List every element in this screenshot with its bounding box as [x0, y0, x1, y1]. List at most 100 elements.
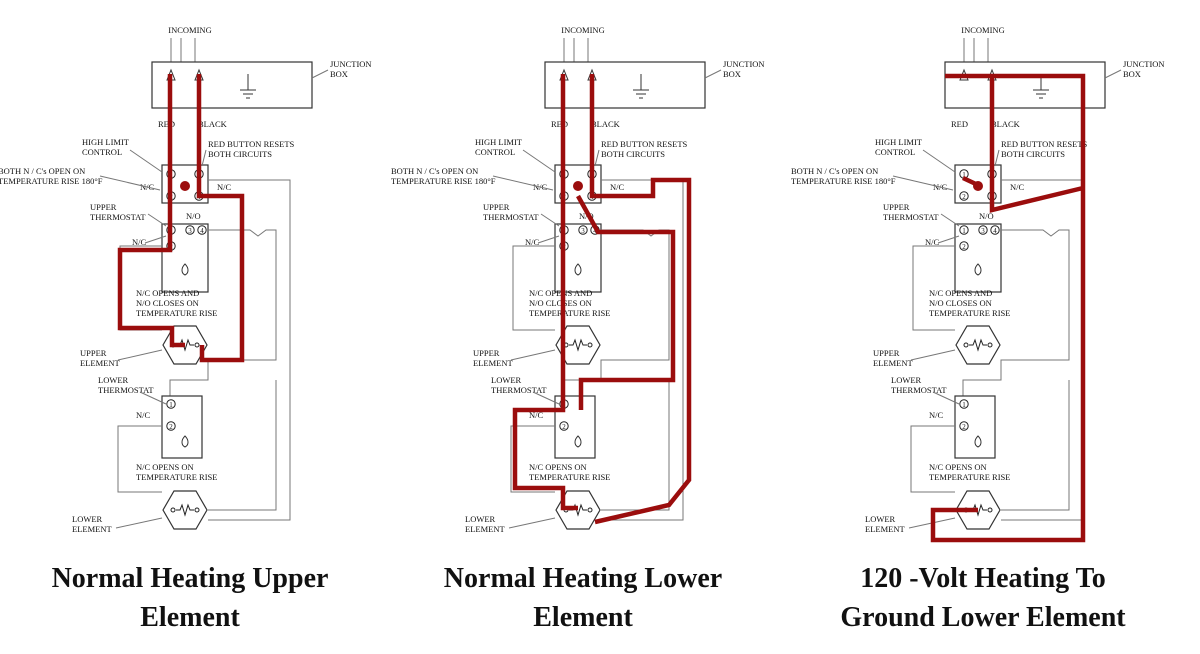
junction-box	[944, 61, 1106, 109]
circuit-line	[601, 179, 684, 521]
high-limit-label: CONTROL	[475, 147, 515, 157]
caption-line-2: Ground Lower Element	[840, 602, 1126, 633]
red-button-label: RED BUTTON RESETS	[1001, 139, 1088, 149]
reset-button-icon[interactable]	[573, 181, 583, 191]
red-wire-label: RED	[551, 119, 568, 129]
leader-line	[892, 149, 1000, 191]
both-nc-label: BOTH N / C's OPEN ON	[791, 166, 878, 176]
lower-thermostat-label: THERMOSTAT	[491, 385, 547, 395]
junction-leader	[311, 69, 329, 79]
leader-line	[139, 391, 167, 405]
nc-label: N/C	[610, 182, 625, 192]
terminal-number: 2	[962, 193, 966, 201]
caption-line-2: Element	[140, 602, 240, 633]
sensor-icon	[574, 263, 582, 276]
upper-thermostat-label: UPPER	[483, 202, 510, 212]
upper-thermostat-label: THERMOSTAT	[483, 212, 539, 222]
upper-thermostat-label: THERMOSTAT	[90, 212, 146, 222]
terminal-number: 4	[993, 227, 997, 235]
reset-button-icon[interactable]	[180, 181, 190, 191]
no-label: N/O	[579, 211, 594, 221]
leader-line	[508, 517, 556, 529]
leader-line	[510, 349, 556, 361]
terminal-2: 2	[559, 421, 569, 431]
incoming-label: INCOMING	[561, 25, 604, 35]
upper-opens-label: N/C OPENS AND	[529, 288, 592, 298]
both-nc-label: BOTH N / C's OPEN ON	[0, 166, 85, 176]
leader-line	[932, 391, 960, 405]
sensor-icon	[181, 435, 189, 448]
lower-element-label: LOWER	[465, 514, 496, 524]
junction-box-label: JUNCTION	[1123, 59, 1165, 69]
lower-thermostat-label: LOWER	[98, 375, 129, 385]
leader-line	[532, 391, 560, 405]
lower-element-label: LOWER	[72, 514, 103, 524]
current-path	[117, 74, 245, 363]
terminal-2: 2	[166, 421, 176, 431]
both-nc-label: TEMPERATURE RISE 180°F	[0, 176, 103, 186]
junction-leader	[704, 69, 722, 79]
circuit-line	[117, 380, 277, 511]
upper-element-label: ELEMENT	[80, 358, 120, 368]
high-limit-label: HIGH LIMIT	[475, 137, 523, 147]
red-button-label: BOTH CIRCUITS	[601, 149, 665, 159]
junction-leader	[1104, 69, 1122, 79]
sensor-icon	[974, 435, 982, 448]
black-wire-label: BLACK	[198, 119, 228, 129]
caption-line-1: 120 -Volt Heating To	[860, 563, 1106, 594]
lower-opens-label: TEMPERATURE RISE	[136, 472, 217, 482]
red-button-label: BOTH CIRCUITS	[1001, 149, 1065, 159]
terminal-number: 2	[962, 423, 966, 431]
high-limit-label: HIGH LIMIT	[875, 137, 923, 147]
nc-label: N/C	[132, 237, 147, 247]
terminal-1: 1	[959, 225, 969, 235]
terminal-1: 1	[166, 399, 176, 409]
caption-line-1: Normal Heating Lower	[444, 563, 722, 594]
sensor-icon	[574, 435, 582, 448]
upper-element-label: ELEMENT	[873, 358, 913, 368]
current-path	[512, 74, 692, 525]
upper-thermostat-label: UPPER	[883, 202, 910, 212]
black-wire-label: BLACK	[991, 119, 1021, 129]
junction-box	[544, 61, 706, 109]
upper-element	[555, 325, 601, 365]
leader-line	[937, 213, 960, 244]
upper-thermostat-label: THERMOSTAT	[883, 212, 939, 222]
upper-opens-label: N/O CLOSES ON	[529, 298, 592, 308]
junction-box	[151, 61, 313, 109]
terminal-1: 1	[959, 399, 969, 409]
both-nc-label: BOTH N / C's OPEN ON	[391, 166, 478, 176]
current-path	[930, 73, 1086, 543]
black-wire-label: BLACK	[591, 119, 621, 129]
terminal-number: 1	[962, 171, 966, 179]
upper-element-label: UPPER	[873, 348, 900, 358]
red-button-label: BOTH CIRCUITS	[208, 149, 272, 159]
lower-opens-label: TEMPERATURE RISE	[929, 472, 1010, 482]
nc-label: N/C	[925, 237, 940, 247]
nc-label: N/C	[1010, 182, 1025, 192]
lower-opens-label: TEMPERATURE RISE	[529, 472, 610, 482]
sensor-icon	[974, 263, 982, 276]
terminal-number: 1	[962, 401, 966, 409]
nc-label: N/C	[136, 410, 151, 420]
junction-box-label: BOX	[1123, 69, 1141, 79]
terminal-3: 3	[578, 225, 588, 235]
lower-opens-label: N/C OPENS ON	[929, 462, 987, 472]
upper-opens-label: N/C OPENS AND	[136, 288, 199, 298]
terminal-number: 3	[581, 227, 585, 235]
terminal-3: 3	[978, 225, 988, 235]
lower-opens-label: N/C OPENS ON	[529, 462, 587, 472]
high-limit-label: CONTROL	[82, 147, 122, 157]
lower-thermostat-label: THERMOSTAT	[98, 385, 154, 395]
upper-element-label: UPPER	[473, 348, 500, 358]
incoming-label: INCOMING	[168, 25, 211, 35]
caption-line-2: Element	[533, 602, 633, 633]
circuit-line	[910, 380, 1070, 511]
nc-label: N/C	[929, 410, 944, 420]
junction-box-label: JUNCTION	[330, 59, 372, 69]
nc-label: N/C	[529, 410, 544, 420]
leader-line	[99, 149, 207, 191]
leader-line	[537, 213, 560, 244]
nc-label: N/C	[525, 237, 540, 247]
